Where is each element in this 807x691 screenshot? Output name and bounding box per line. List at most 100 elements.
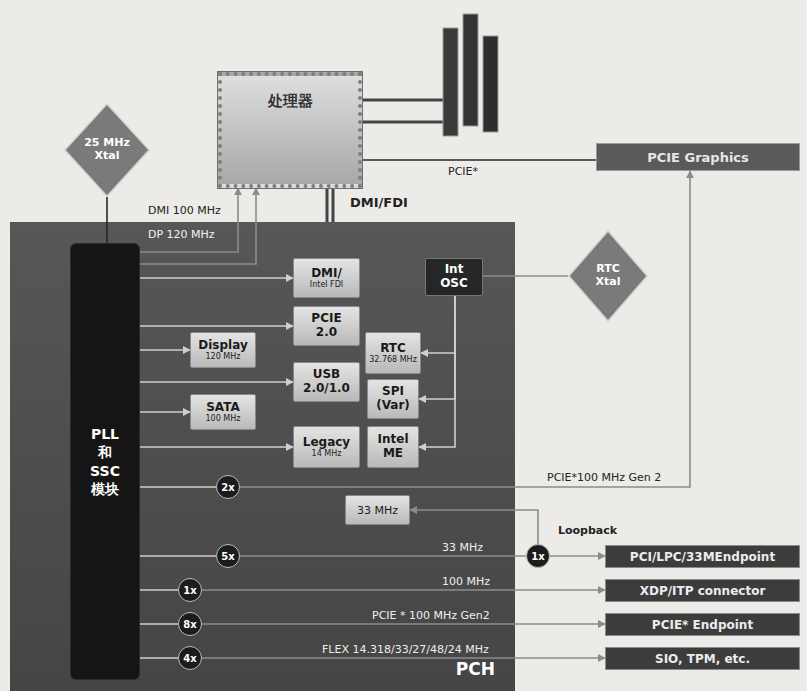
clock-connector bbox=[140, 188, 256, 264]
node-text: SATA bbox=[206, 401, 240, 415]
signal-label: PCIE*100 MHz Gen 2 bbox=[545, 471, 663, 484]
clock-connector bbox=[362, 159, 596, 161]
count-circle: 1x bbox=[178, 578, 202, 602]
annotation-label: Loopback bbox=[556, 524, 619, 537]
node-text: SPI (Var) bbox=[372, 385, 414, 413]
signal-label: PCIE* bbox=[446, 165, 480, 178]
node-text: 25 MHz Xtal bbox=[82, 137, 132, 162]
count-circle: 1x bbox=[526, 544, 550, 568]
endpoint-box: XDP/ITP connector bbox=[605, 579, 800, 602]
node-text: PCIE 2.0 bbox=[304, 312, 350, 340]
endpoint-box: PCIE* Endpoint bbox=[605, 613, 800, 636]
node-text: 32.768 MHz bbox=[369, 356, 417, 365]
clock-connector bbox=[140, 349, 190, 351]
memory-module bbox=[483, 36, 498, 132]
processor-chip: 处理器 bbox=[218, 72, 362, 188]
bus-gap bbox=[329, 188, 332, 222]
signal-label: DP 120 MHz bbox=[146, 228, 217, 241]
crystal-diamond: RTC Xtal bbox=[568, 230, 648, 322]
clock-box: Intel ME bbox=[367, 426, 419, 468]
clock-connector bbox=[421, 296, 455, 353]
node-text: SIO, TPM, etc. bbox=[655, 652, 750, 666]
node-text: DMI/ bbox=[311, 267, 342, 281]
memory-bus bbox=[362, 121, 445, 124]
node-text: PLL 和 SSC 模块 bbox=[83, 425, 127, 498]
clock-box: RTC32.768 MHz bbox=[365, 332, 421, 374]
clock-connector bbox=[202, 623, 605, 625]
node-text: 4x bbox=[183, 653, 196, 664]
clock-connector bbox=[202, 657, 605, 659]
node-text: Intel ME bbox=[372, 433, 414, 461]
node-text: 8x bbox=[183, 619, 196, 630]
diamond-shape bbox=[569, 231, 647, 321]
clock-connector bbox=[326, 188, 335, 222]
clock-connector bbox=[140, 623, 178, 625]
node-text: 14 MHz bbox=[312, 450, 342, 459]
clock-connector bbox=[419, 296, 455, 447]
memory-module bbox=[463, 14, 478, 126]
node-text: RTC bbox=[380, 342, 406, 356]
node-text: Intel FDI bbox=[310, 281, 343, 290]
node-text: PCI/LPC/33MEndpoint bbox=[630, 550, 775, 564]
node-text: Display bbox=[198, 339, 247, 353]
crystal-diamond: 25 MHz Xtal bbox=[64, 103, 150, 197]
clock-connector bbox=[140, 188, 238, 252]
node-text: 2x bbox=[221, 482, 234, 493]
clock-box: SATA100 MHz bbox=[190, 394, 256, 430]
node-text: PCIE* Endpoint bbox=[652, 618, 753, 632]
clock-connector bbox=[550, 555, 605, 557]
clock-connector bbox=[140, 381, 293, 383]
memory-module bbox=[443, 28, 458, 136]
memory-bus bbox=[362, 99, 445, 102]
clock-connector bbox=[419, 296, 455, 399]
clock-connector bbox=[140, 589, 178, 591]
node-text: 5x bbox=[221, 551, 234, 562]
clock-connector bbox=[140, 657, 178, 659]
clock-connector bbox=[240, 555, 526, 557]
clock-box: Display120 MHz bbox=[190, 332, 256, 368]
clock-box: SPI (Var) bbox=[367, 379, 419, 419]
node-text: 120 MHz bbox=[206, 353, 241, 362]
count-circle: 8x bbox=[178, 612, 202, 636]
clock-box: DMI/Intel FDI bbox=[293, 258, 360, 298]
signal-label: FLEX 14.318/33/27/48/24 MHz bbox=[320, 643, 491, 656]
signal-label: DMI 100 MHz bbox=[146, 204, 223, 217]
node-text: Legacy bbox=[303, 436, 350, 450]
clock-connector bbox=[140, 486, 216, 488]
clock-connector bbox=[140, 325, 293, 327]
clock-connector bbox=[140, 277, 293, 279]
clock-connector bbox=[410, 510, 538, 544]
clock-connector bbox=[140, 446, 293, 448]
node-text: 1x bbox=[531, 551, 544, 562]
clock-box: Legacy14 MHz bbox=[293, 426, 360, 468]
clock-connector bbox=[483, 275, 568, 277]
node-text: 1x bbox=[183, 585, 196, 596]
count-circle: 4x bbox=[178, 646, 202, 670]
node-text: USB 2.0/1.0 bbox=[299, 368, 355, 396]
node-text: PCIE Graphics bbox=[647, 150, 749, 165]
endpoint-box: PCI/LPC/33MEndpoint bbox=[605, 545, 800, 568]
pll-block: PLL 和 SSC 模块 bbox=[70, 243, 140, 680]
node-text: XDP/ITP connector bbox=[640, 584, 766, 598]
node-text: 100 MHz bbox=[206, 415, 241, 424]
endpoint-box: SIO, TPM, etc. bbox=[605, 647, 800, 670]
clock-connector bbox=[106, 197, 108, 243]
signal-label: 33 MHz bbox=[440, 541, 485, 554]
clock-connector bbox=[140, 411, 190, 413]
signal-label: 100 MHz bbox=[440, 575, 492, 588]
clock-connector bbox=[140, 555, 216, 557]
node-text: RTC Xtal bbox=[590, 263, 626, 288]
clock-connector bbox=[240, 171, 690, 487]
node-text: 处理器 bbox=[268, 92, 313, 111]
signal-label: PCIE * 100 MHz Gen2 bbox=[370, 609, 492, 622]
node-text: PCH bbox=[456, 659, 495, 679]
clock-connector bbox=[202, 589, 605, 591]
node-text: Int OSC bbox=[434, 263, 474, 291]
count-circle: 5x bbox=[216, 544, 240, 568]
clock-box: PCIE 2.0 bbox=[293, 306, 360, 346]
diamond-shape bbox=[65, 104, 149, 196]
clock-box: USB 2.0/1.0 bbox=[293, 362, 360, 402]
count-circle: 2x bbox=[216, 475, 240, 499]
node-text: 33 MHz bbox=[357, 504, 398, 517]
pch-ground bbox=[10, 222, 515, 691]
